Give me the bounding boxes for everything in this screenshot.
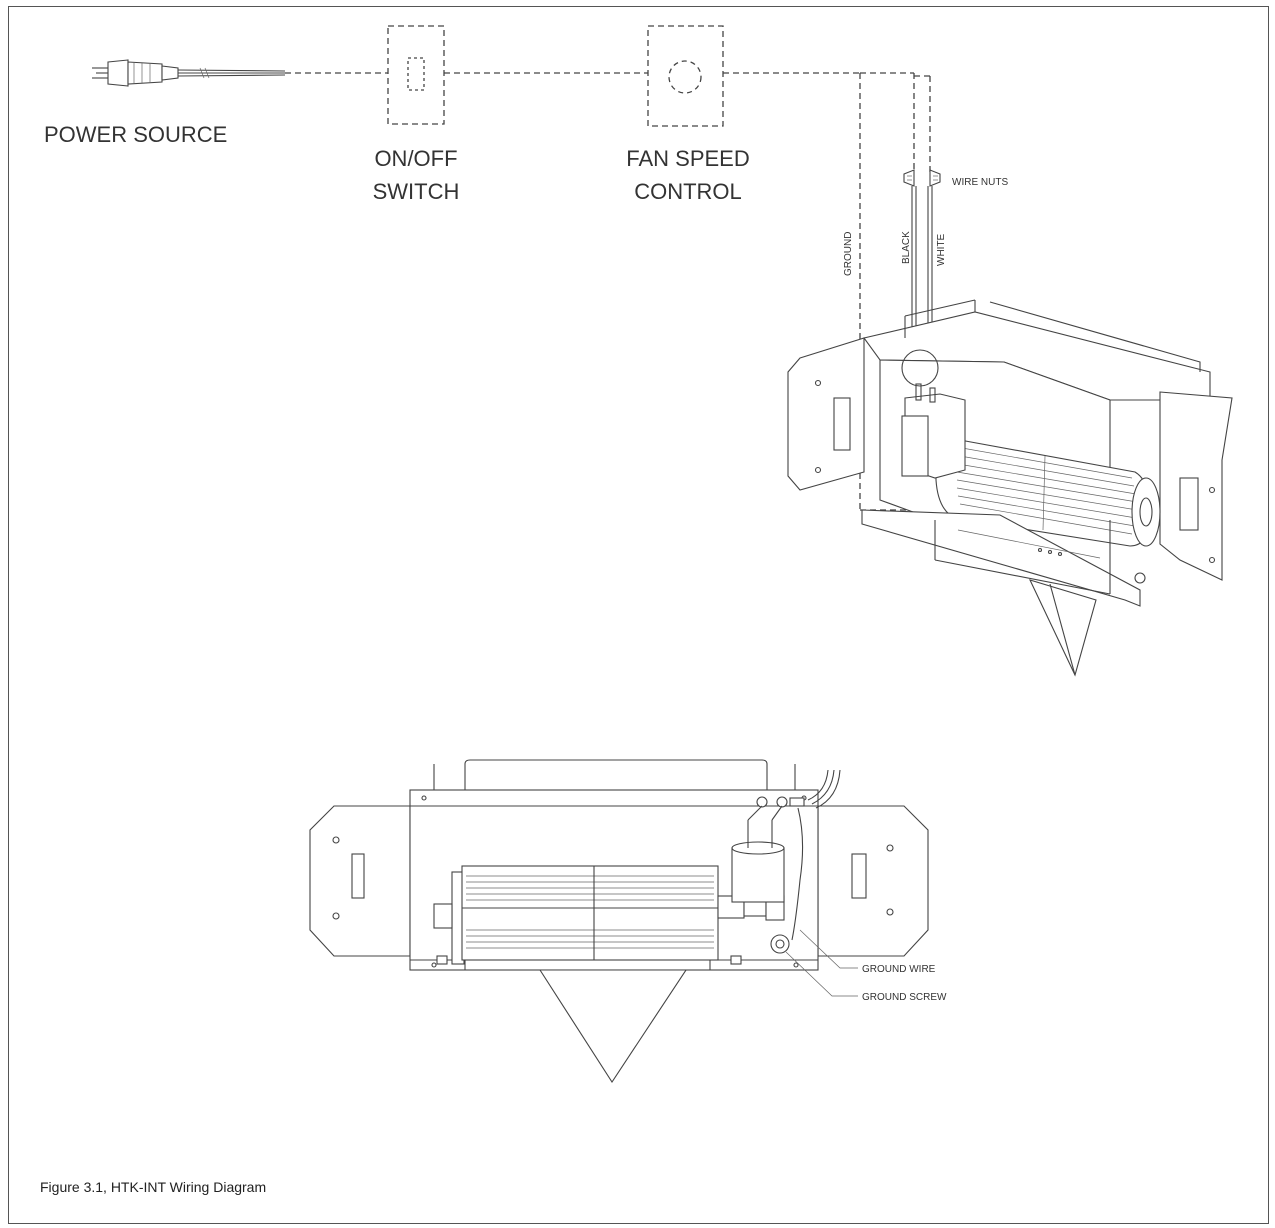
blower-isometric-illustration [787, 299, 1233, 677]
ground-wire-leader [799, 929, 858, 969]
ground-screw-label: GROUND SCREW [862, 992, 947, 1003]
switch-label-line2: SWITCH [373, 179, 460, 204]
white-wire-tag: WHITE [936, 233, 947, 266]
figure-frame [8, 6, 1269, 1224]
figure-caption: Figure 3.1, HTK-INT Wiring Diagram [40, 1179, 266, 1195]
wire-nuts-label: WIRE NUTS [952, 177, 1008, 188]
ground-wire-label: GROUND WIRE [862, 964, 936, 975]
on-off-switch-icon [387, 25, 445, 125]
switch-label-line1: ON/OFF [374, 146, 457, 171]
ground-wire-tag: GROUND [843, 232, 854, 276]
fan-label-line1: FAN SPEED [626, 146, 749, 171]
blower-front-illustration [309, 759, 929, 1084]
power-source-label: POWER SOURCE [44, 122, 227, 147]
ground-screw-leader [785, 951, 858, 997]
fan-speed-control-icon [647, 25, 724, 127]
power-plug-icon [92, 59, 286, 87]
fan-label-line2: CONTROL [634, 179, 742, 204]
black-wire-tag: BLACK [901, 231, 912, 264]
wire-nuts-icon [903, 169, 941, 187]
